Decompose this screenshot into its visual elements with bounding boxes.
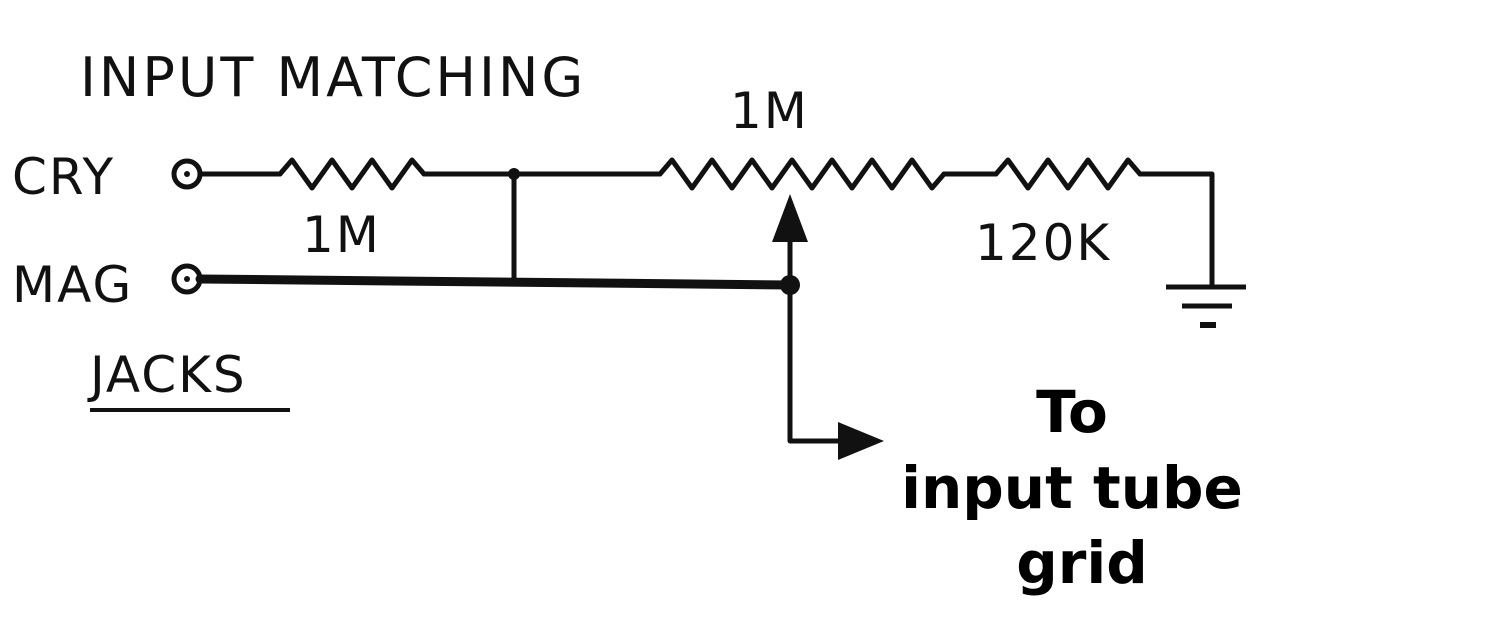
output-note-line3: grid [1016, 529, 1148, 597]
wire-output [787, 282, 843, 444]
jack-label-cry: CRY [12, 148, 115, 206]
jacks-label: JACKS [87, 346, 247, 404]
jack-cry[interactable] [171, 158, 203, 190]
label-potentiometer: 1M [730, 82, 809, 140]
jack-label-mag: MAG [12, 256, 133, 314]
resistor-series-1m [277, 157, 427, 191]
wire-mag-thick [195, 274, 795, 290]
title-label: INPUT MATCHING [80, 46, 586, 109]
output-note-line1: To [1036, 378, 1108, 446]
potentiometer-1m [657, 157, 947, 191]
wire-to-ground [1137, 171, 1215, 288]
resistor-120k [993, 157, 1143, 191]
ground-symbol [1166, 284, 1246, 328]
label-series-resistor: 1M [302, 206, 381, 264]
label-bottom-resistor: 120K [975, 214, 1111, 272]
output-arrowhead [838, 422, 884, 460]
output-note-line2: input tube [901, 454, 1243, 522]
wiper-arrowhead [772, 194, 808, 242]
